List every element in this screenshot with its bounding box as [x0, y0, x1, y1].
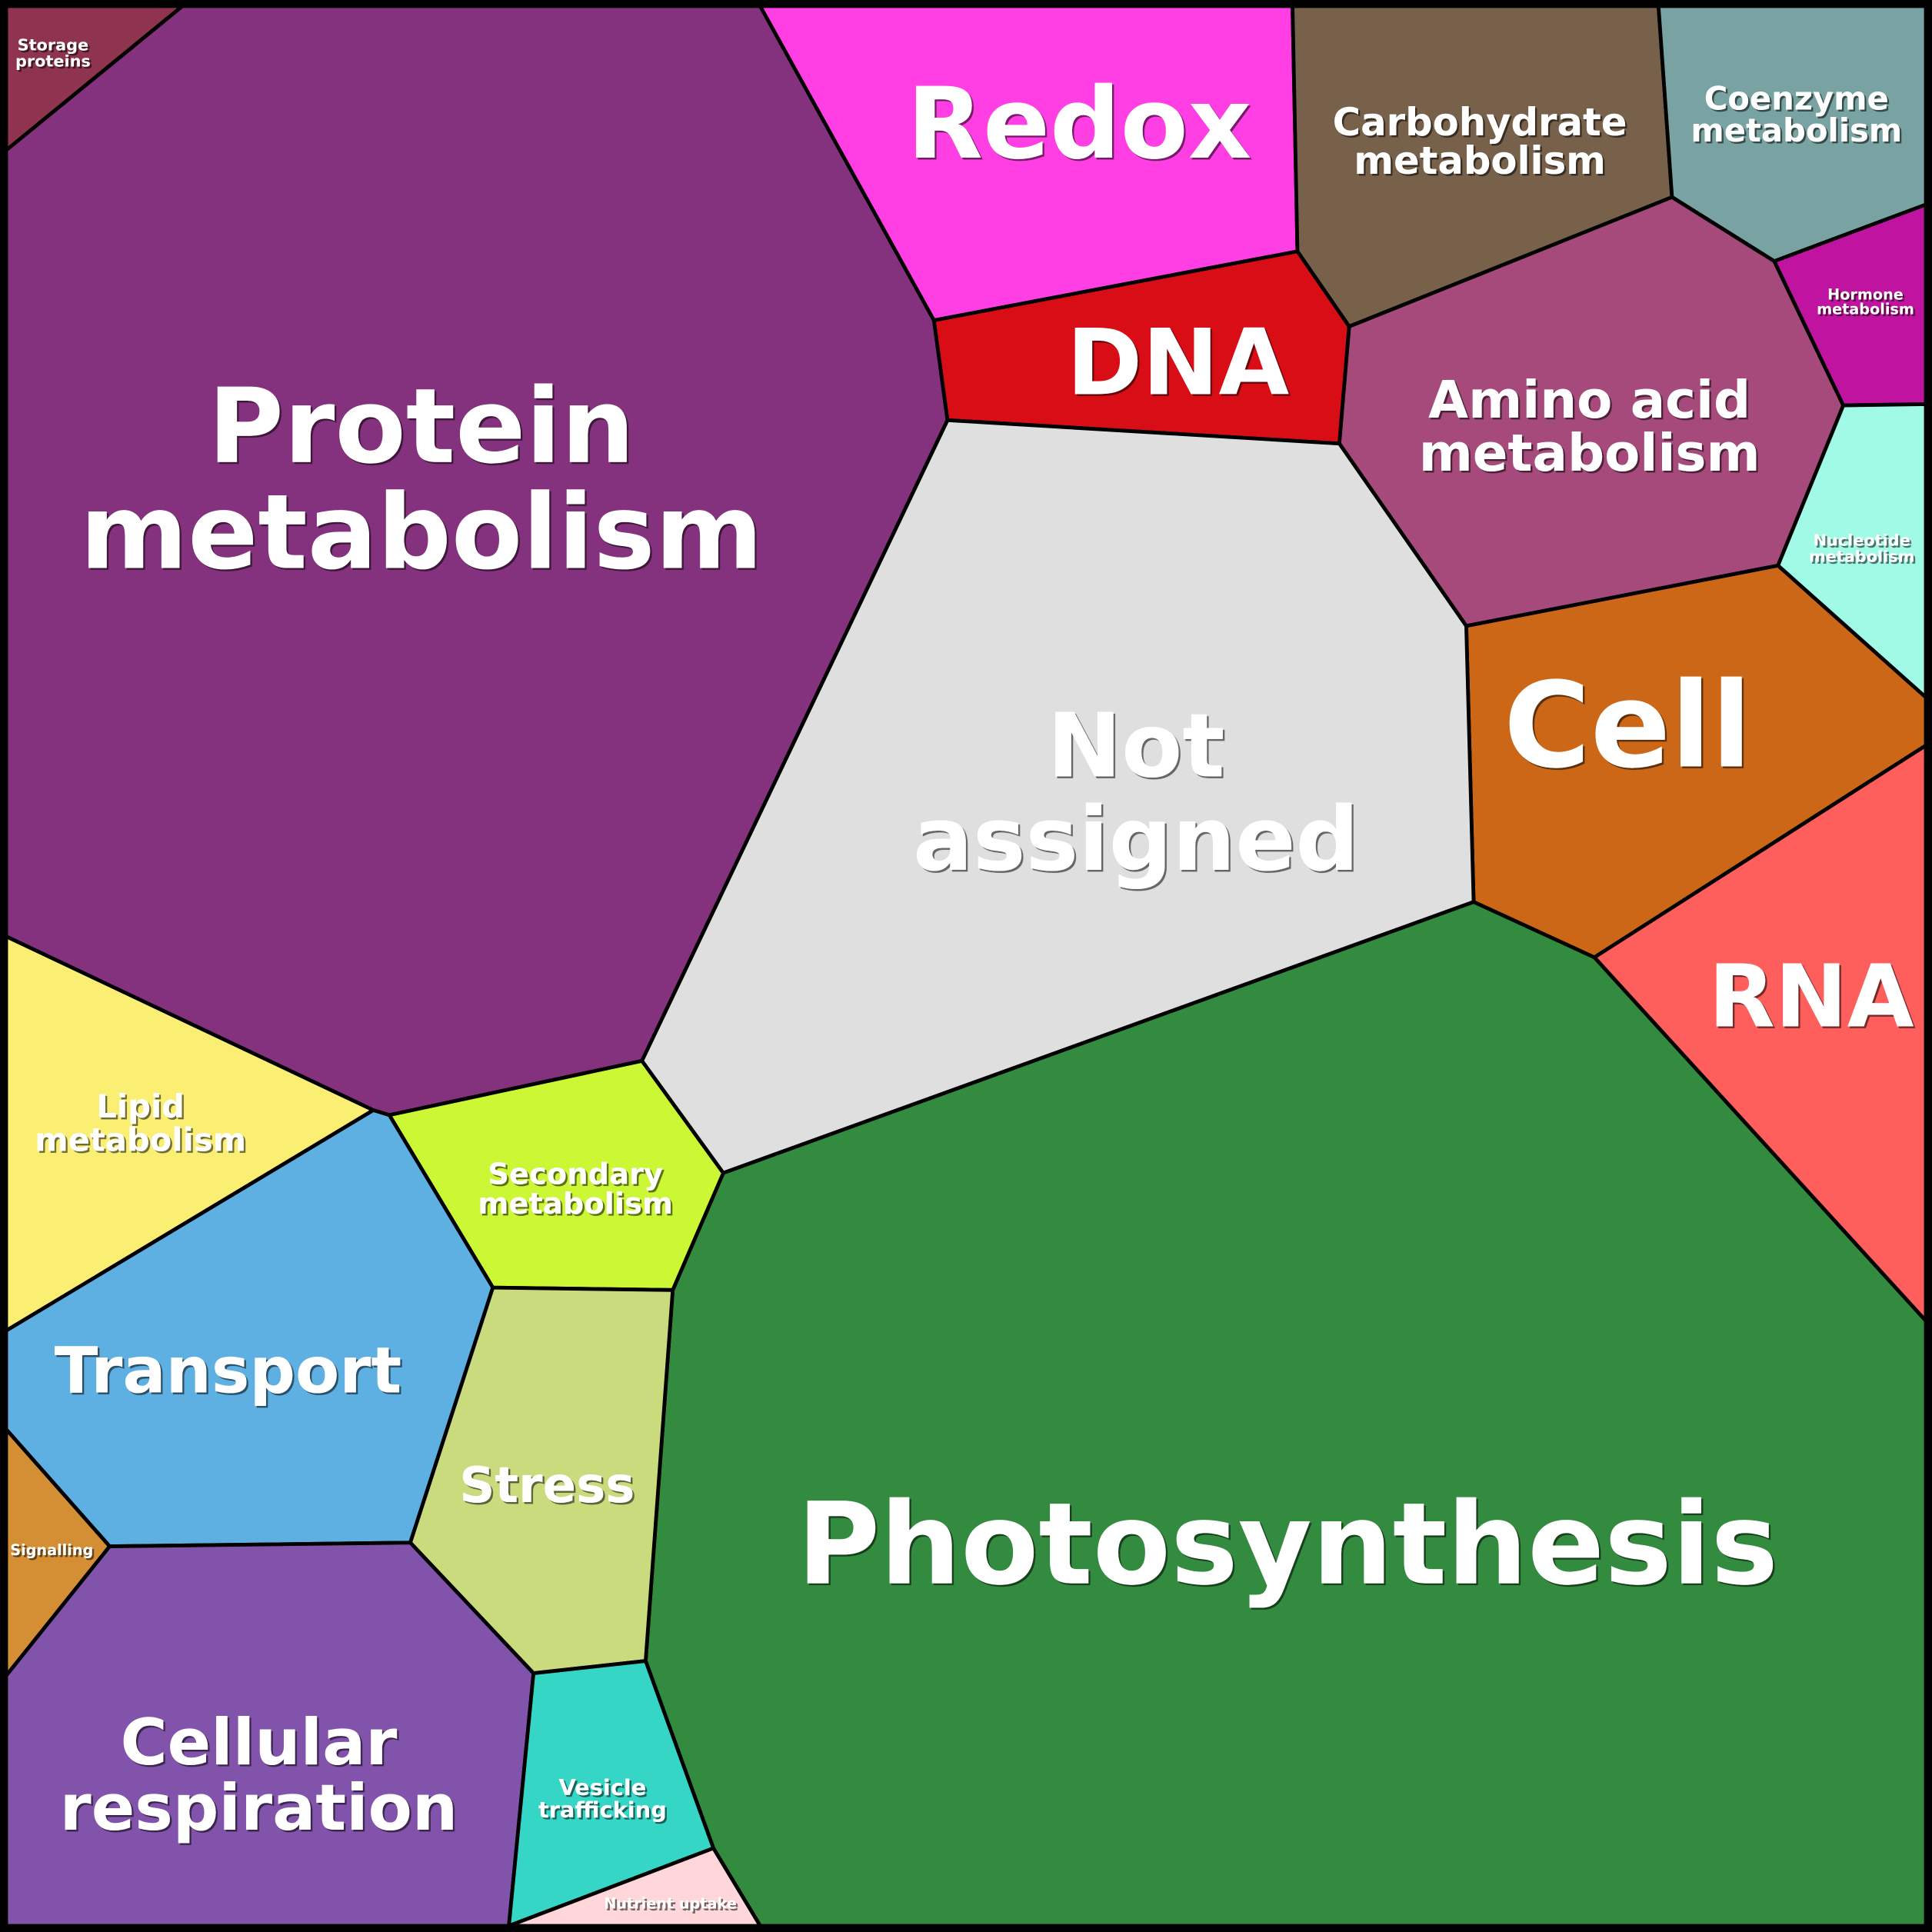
label-text: Stress — [459, 1457, 635, 1514]
label-text: Not — [1048, 695, 1225, 798]
label-text: metabolism — [1354, 138, 1606, 183]
label-text: RNA — [1709, 948, 1914, 1048]
label-text: metabolism — [35, 1121, 246, 1158]
label-text: Nutrient uptake — [604, 1895, 737, 1913]
label-text: Vesicle — [558, 1774, 646, 1800]
label-text: metabolism — [80, 472, 763, 593]
label-dna: DNA — [1067, 310, 1290, 416]
label-text: proteins — [15, 52, 91, 71]
label-text: Nucleotide — [1814, 531, 1910, 550]
label-text: metabolism — [1809, 548, 1914, 566]
label-text: metabolism — [1419, 423, 1760, 483]
label-text: Cell — [1504, 657, 1752, 794]
label-text: Protein — [208, 366, 635, 487]
label-text: Storage — [18, 36, 89, 55]
label-text: Coenzyme — [1704, 80, 1889, 118]
label-text: Photosynthesis — [797, 1478, 1778, 1611]
label-rna: RNA — [1709, 948, 1914, 1048]
label-text: Lipid — [96, 1088, 185, 1125]
label-redox: Redox — [907, 67, 1251, 182]
label-text: Hormone — [1827, 285, 1904, 303]
label-stress: Stress — [459, 1457, 635, 1514]
label-text: Carbohydrate — [1333, 100, 1627, 145]
label-text: metabolism — [1817, 301, 1914, 318]
label-text: Cellular — [120, 1705, 397, 1780]
label-text: respiration — [60, 1770, 458, 1845]
label-text: Signalling — [10, 1541, 93, 1559]
label-text: metabolism — [478, 1187, 673, 1221]
label-text: Redox — [907, 67, 1251, 182]
label-text: Amino acid — [1428, 370, 1750, 430]
label-text: metabolism — [1690, 112, 1902, 149]
label-text: Transport — [55, 1333, 402, 1407]
cell-nutrient-uptake[interactable] — [507, 1846, 762, 1928]
label-signalling: Signalling — [10, 1541, 93, 1559]
label-text: Secondary — [488, 1158, 663, 1192]
label-text: DNA — [1067, 310, 1290, 416]
label-transport: Transport — [55, 1333, 402, 1407]
label-cell: Cell — [1504, 657, 1752, 794]
label-text: assigned — [913, 788, 1359, 891]
label-photosynthesis: Photosynthesis — [797, 1478, 1778, 1611]
label-text: trafficking — [538, 1797, 667, 1823]
label-nutrient-uptake: Nutrient uptake — [604, 1895, 737, 1913]
